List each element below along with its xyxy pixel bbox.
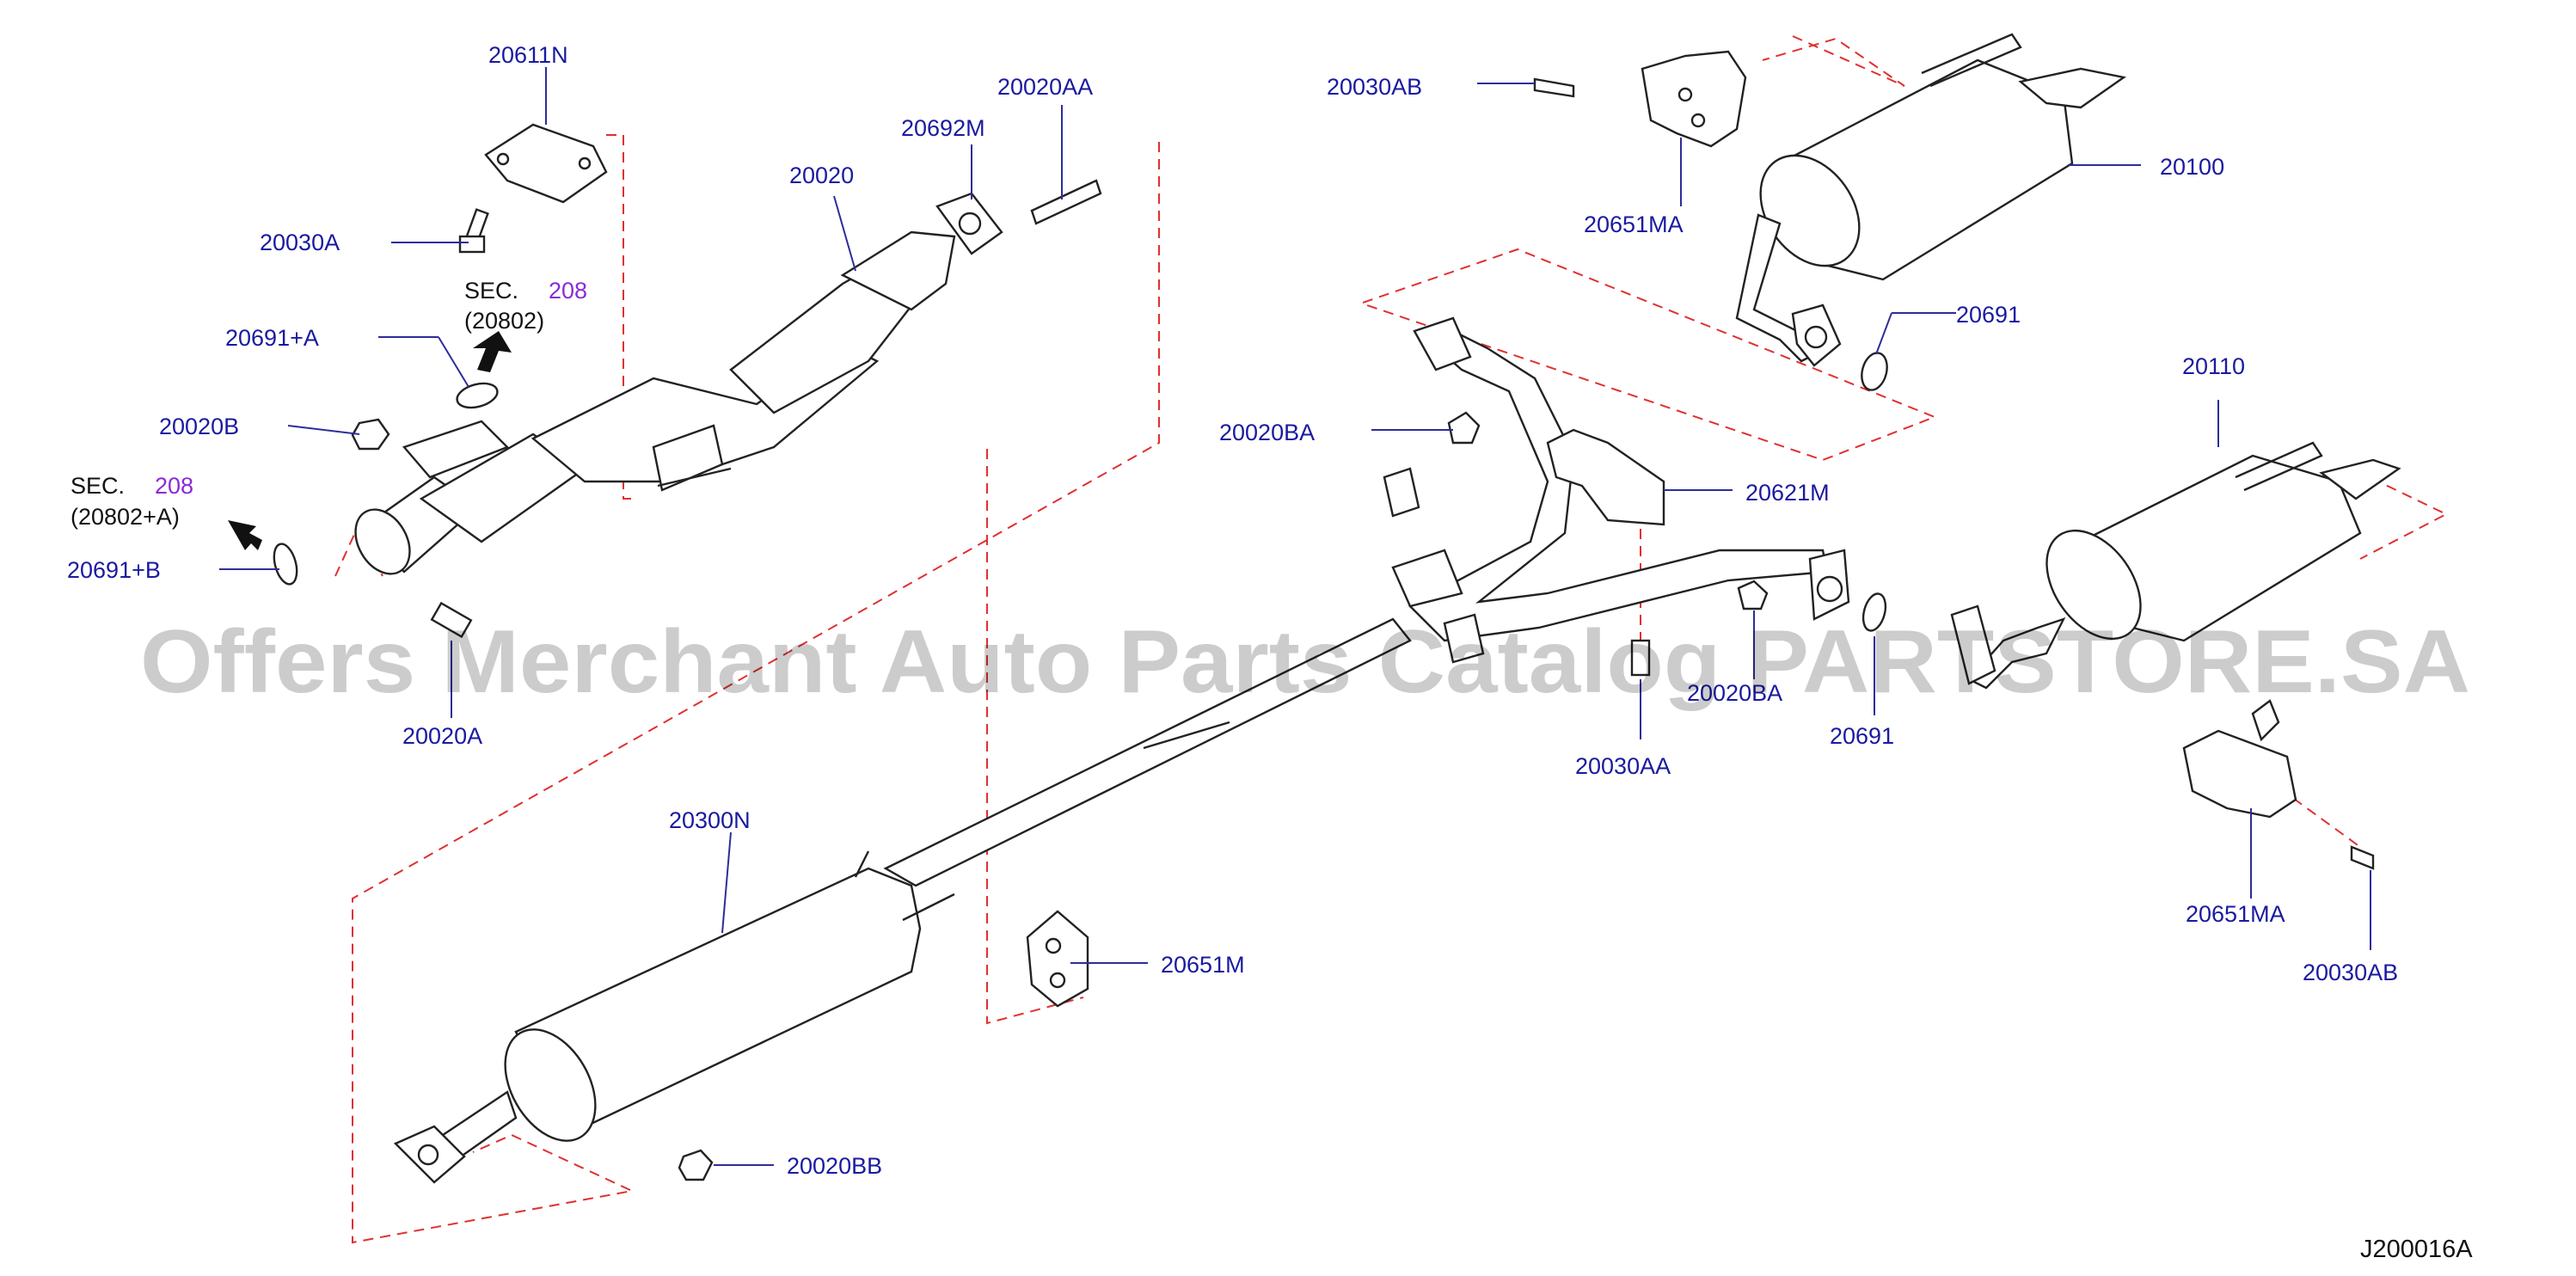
bracket-20621m bbox=[1546, 428, 1665, 526]
hanger-20651m bbox=[1026, 910, 1089, 1008]
label-20651ma-bot: 20651MA bbox=[2186, 901, 2285, 927]
label-20020b: 20020B bbox=[159, 414, 239, 439]
section-ref-b: SEC. 208 (20802+A) bbox=[71, 473, 193, 530]
label-20651ma-top: 20651MA bbox=[1584, 212, 1684, 237]
watermark: Offers Merchant Auto Parts Catalog PARTS… bbox=[140, 612, 2470, 712]
label-20020ba-left: 20020BA bbox=[1219, 420, 1315, 445]
gasket-20691-mid bbox=[1861, 592, 1887, 632]
sec-b-ref: (20802+A) bbox=[71, 504, 180, 530]
bolt-20030ab-bot bbox=[2350, 845, 2375, 870]
rear-y-pipe bbox=[1383, 316, 1850, 664]
label-20030a: 20030A bbox=[260, 230, 340, 255]
center-muffler-20300n bbox=[393, 617, 1412, 1184]
front-tube-20020 bbox=[354, 230, 956, 575]
label-20691a: 20691+A bbox=[225, 325, 319, 351]
label-20651m: 20651M bbox=[1161, 952, 1245, 978]
bolt-20030aa bbox=[1630, 639, 1651, 677]
guide-front-pipe bbox=[352, 142, 1160, 1244]
label-20692m: 20692M bbox=[901, 115, 985, 141]
label-20030aa: 20030AA bbox=[1575, 753, 1671, 779]
main-muffler-20100 bbox=[1735, 33, 2126, 367]
nut-20020b bbox=[351, 418, 390, 451]
section-ref-a: SEC. 208 (20802) bbox=[464, 278, 587, 334]
label-20020: 20020 bbox=[789, 163, 854, 188]
bolt-20030ab-top bbox=[1533, 77, 1575, 98]
label-20691-top: 20691 bbox=[1956, 302, 2021, 328]
label-20030ab-bot: 20030AB bbox=[2303, 960, 2398, 985]
hanger-20651ma-top bbox=[1641, 50, 1747, 148]
label-20691-mid: 20691 bbox=[1830, 723, 1894, 749]
hanger-20651ma-bot bbox=[2182, 729, 2297, 819]
label-20020aa: 20020AA bbox=[997, 74, 1093, 100]
guide-rear-pipe bbox=[1362, 248, 1937, 462]
leader-lines bbox=[219, 67, 2371, 1166]
gasket-20691-top bbox=[1861, 352, 1888, 391]
label-20621m: 20621M bbox=[1745, 480, 1830, 506]
stud-20020aa bbox=[1030, 179, 1102, 225]
nut-20020bb bbox=[678, 1149, 714, 1181]
label-20020ba-mid: 20020BA bbox=[1687, 680, 1782, 706]
nut-20020ba-mid bbox=[1737, 580, 1769, 610]
bracket-20611n bbox=[484, 123, 608, 204]
nut-20020ba-left bbox=[1447, 411, 1481, 445]
label-20100: 20100 bbox=[2160, 154, 2224, 180]
label-20020bb: 20020BB bbox=[787, 1153, 882, 1179]
parts-linework bbox=[228, 33, 2401, 1184]
label-20020a: 20020A bbox=[402, 723, 482, 749]
arrow-sec-b bbox=[228, 520, 262, 550]
label-20030ab-top: 20030AB bbox=[1327, 74, 1422, 100]
stud-20020a bbox=[430, 601, 473, 639]
gasket-20691a bbox=[456, 382, 499, 409]
guide-center-hanger bbox=[986, 449, 1084, 1025]
gasket-20691b bbox=[273, 543, 298, 586]
label-20691b: 20691+B bbox=[67, 557, 161, 583]
arrow-sec-a bbox=[473, 331, 512, 372]
sec-a-number: 208 bbox=[549, 278, 587, 304]
label-20300n: 20300N bbox=[669, 807, 751, 833]
label-20611n: 20611N bbox=[488, 42, 568, 68]
part-labels: 20611N 20030A 20691+A 20020B 20691+B 200… bbox=[67, 42, 2398, 1179]
sec-a-ref: (20802) bbox=[464, 308, 544, 334]
sec-b-label: SEC. bbox=[71, 473, 125, 499]
sec-a-label: SEC. bbox=[464, 278, 518, 304]
label-20110: 20110 bbox=[2182, 353, 2245, 379]
guide-main-muffler-top bbox=[1762, 35, 1905, 87]
guide-20611n bbox=[606, 134, 636, 500]
diagram-code: J200016A bbox=[2360, 1236, 2473, 1263]
sub-muffler-20110 bbox=[1950, 441, 2401, 690]
sec-b-number: 208 bbox=[155, 473, 193, 499]
